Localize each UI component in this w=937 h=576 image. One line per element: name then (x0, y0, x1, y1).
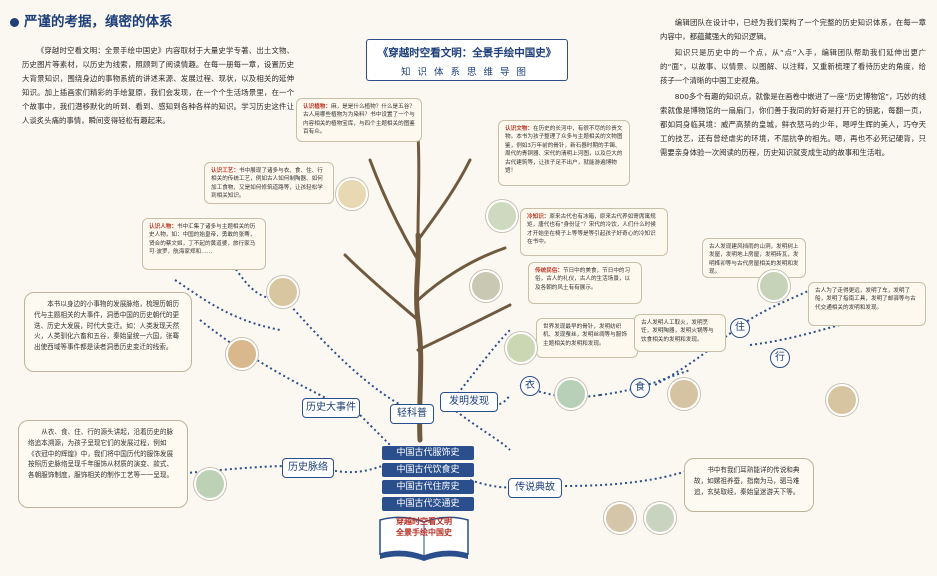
note-trivia: 冷知识：原来古代也有冰箱，原来古代养如寄席寓规矩，唐代也有“身份证”？宋代的冷饮… (520, 208, 668, 256)
intro-title: 严谨的考据，缜密的体系 (10, 10, 173, 30)
mindmap-title-box: 《穿越时空看文明：全景手绘中国史》 知识体系思维导图 (366, 39, 568, 81)
note-customs-title: 传统民俗： (535, 268, 563, 274)
history-illustration (194, 468, 226, 500)
note-transport-inventions: 古人为了走得更远，发明了车，发明了船，发明了指南工具，发明了邮驿等与古代交通相关… (808, 282, 926, 326)
label-food: 食 (630, 378, 650, 398)
food-illustration (668, 378, 700, 410)
note-crafts: 认识工艺：书中展现了诸多与衣、食、住、行相关的传统工艺，例如古人如何制陶器、如何… (204, 162, 334, 204)
label-legends: 传说典故 (508, 478, 562, 498)
note-trivia-body: 原来古代也有冰箱，原来古代养如寄席寓规矩，唐代也有“身份证”？宋代的冷饮，人们什… (527, 214, 656, 246)
book-label-line2: 全景手绘中国史 (396, 528, 452, 537)
volume-item-food: 中国古代饮食史 (382, 463, 474, 477)
tree-trunk (343, 133, 512, 443)
note-crafts-body: 书中展现了诸多与衣、食、住、行相关的传统工艺，例如古人如何制陶器、如何加工食物、… (211, 168, 323, 200)
book-label-line1: 穿越时空看文明 (396, 517, 452, 526)
note-history-context: 从衣、食、住、行的源头讲起，沿着历史的脉络追本溯源，为孩子呈现它们的发展过程，例… (18, 420, 188, 508)
note-trivia-title: 冷知识： (527, 214, 550, 220)
trivia-illustration (470, 270, 502, 302)
people-illustration (226, 338, 258, 370)
label-clothing: 衣 (520, 376, 540, 396)
volume-item-transport: 中国古代交通史 (382, 497, 474, 511)
custom-illustration (505, 332, 537, 364)
right-paragraph-1: 编辑团队在设计中，已经为我们架构了一个完整的历史知识体系，在每一章内容中，都蕴藏… (660, 18, 926, 41)
bullet-dot-icon (10, 17, 19, 27)
note-relics-title: 认识文物： (505, 126, 533, 132)
note-legends: 书中有我们耳熟能详的传说和典故，如嫘祖养蚕，指南为马，驷马难追，玄奘取经，秦始皇… (684, 458, 814, 512)
note-people: 认识人物：书中汇集了诸多与主题相关的历史人物，如：中国的始皇帝，勇敢的张骞，贤合… (142, 218, 266, 270)
note-major-events: 本书以身边的小事物的发展脉络，梳理历朝历代与主题相关的大事件，洞悉中国的历史朝代… (24, 292, 192, 372)
intro-title-text: 严谨的考据，缜密的体系 (24, 14, 173, 30)
plant-illustration (336, 178, 368, 210)
mindmap-title: 《穿越时空看文明：全景手绘中国史》 (377, 47, 557, 59)
note-food-inventions-body: 古人发明人工取火，发明烹饪，发明陶器，发明火锅等与饮食相关的发明和发现。 (641, 320, 714, 343)
note-plants-title: 认识植物： (303, 104, 331, 110)
relic-illustration (486, 200, 518, 232)
legend-illustration-1 (604, 502, 636, 534)
center-volume-list: 中国古代服饰史 中国古代饮食史 中国古代住房史 中国古代交通史 (382, 446, 474, 514)
craft-illustration (267, 276, 299, 308)
intro-body: 《穿越时空看文明：全景手绘中国史》内容取材于大量史学专著、出土文物、历史图片等素… (22, 46, 294, 125)
label-history-context: 历史脉络 (282, 458, 334, 478)
right-paragraph-2: 知识只是历史中的一个点，从“点”入手，编辑团队帮助我们延伸出更广的“面”，以故事… (660, 48, 926, 85)
book-icon (379, 516, 469, 561)
note-plants-body: 麻，是是什么植物？什么是五谷？古人用哪些植物为为染料？书中设置了一个与内容相关的… (303, 104, 415, 136)
right-description: 编辑团队在设计中，已经为我们架构了一个完整的历史知识体系，在每一章内容中，都蕴藏… (660, 16, 926, 162)
dotted-connectors (164, 264, 841, 489)
note-relics: 认识文物：在历史的长河中，有很不尽的珍贵文物。本书为孩子整理了众多与主题相关的文… (498, 120, 630, 186)
housing-illustration (758, 270, 790, 302)
book-label: 穿越时空看文明 全景手绘中国史 (381, 516, 467, 538)
note-customs: 传统民俗：节日中的美食，节日中的习俗，古人的礼仪，古人的生活场景，以及各朝的风土… (528, 262, 642, 304)
note-plants: 认识植物：麻，是是什么植物？什么是五谷？古人用哪些植物为为染料？书中设置了一个与… (296, 98, 422, 142)
note-crafts-title: 认识工艺： (211, 168, 239, 174)
label-inventions: 发明发现 (440, 392, 498, 412)
label-light-science: 轻科普 (390, 404, 434, 424)
label-housing: 住 (730, 318, 750, 338)
label-transport: 行 (770, 348, 790, 368)
volume-item-clothing: 中国古代服饰史 (382, 446, 474, 460)
mindmap-subtitle: 知识体系思维导图 (400, 67, 533, 78)
volume-item-housing: 中国古代住房史 (382, 480, 474, 494)
note-people-title: 认识人物： (149, 224, 177, 230)
note-food-inventions: 古人发明人工取火，发明烹饪，发明陶器，发明火锅等与饮食相关的发明和发现。 (634, 314, 726, 352)
note-housing-inventions: 古人发现建风挡雨的山洞，发明树上发屋，发明地上房屋，发明砖瓦，发明榫卯等与古代房… (702, 238, 806, 278)
transport-illustration (826, 384, 858, 416)
note-housing-inventions-body: 古人发现建风挡雨的山洞，发明树上发屋，发明地上房屋，发明砖瓦，发明榫卯等与古代房… (709, 244, 799, 276)
note-transport-inventions-body: 古人为了走得更远，发明了车，发明了船，发明了指南工具，发明了邮驿等与古代交通相关… (815, 288, 916, 311)
label-major-events: 历史大事件 (302, 398, 360, 418)
note-customs-body: 节日中的美食，节日中的习俗，古人的礼仪，古人的生活场景，以及各朝的风土有有展示。 (535, 268, 631, 291)
note-clothing-inventions: 世界发现最早的骨针，发明纺织机、发现蚕丝，发明丝绸等与服饰主题相关的发明和发现。 (536, 318, 638, 358)
clothing-illustration (555, 378, 587, 410)
legend-illustration-2 (644, 502, 676, 534)
right-paragraph-3: 800多个有趣的知识点，就像是在画卷中嵌进了一座“历史博物馆”，巧妙的线索就像是… (660, 92, 926, 157)
note-clothing-inventions-body: 世界发现最早的骨针，发明纺织机、发现蚕丝，发明丝绸等与服饰主题相关的发明和发现。 (543, 324, 627, 347)
note-people-body: 书中汇集了诸多与主题相关的历史人物，如：中国的始皇帝，勇敢的张骞，贤合的蔡文姬，… (149, 224, 256, 256)
note-relics-body: 在历史的长河中，有很不尽的珍贵文物。本书为孩子整理了众多与主题相关的文物图鉴，例… (505, 126, 623, 175)
